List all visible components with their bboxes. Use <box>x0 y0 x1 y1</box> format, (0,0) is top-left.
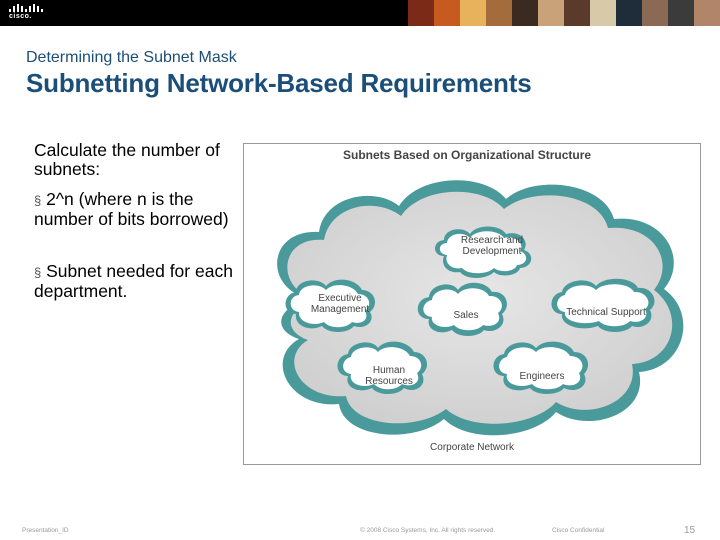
subnet-diagram: Research and Development Executive Manag… <box>243 143 701 465</box>
header-photo <box>408 0 434 26</box>
square-bullet-icon: § <box>34 265 42 280</box>
bubble-engineers <box>493 341 589 394</box>
bullet-item: § 2^n (where n is the number of bits bor… <box>34 190 234 229</box>
header-photo <box>616 0 642 26</box>
human-resources-label-line2: Resources <box>365 376 413 387</box>
slide-subtitle: Determining the Subnet Mask <box>26 49 237 66</box>
bubble-executive <box>285 279 376 332</box>
executive-label-line2: Management <box>311 304 370 315</box>
cisco-bars-icon <box>9 4 43 12</box>
footer-copyright: © 2008 Cisco Systems, Inc. All rights re… <box>360 527 496 534</box>
header-photo <box>642 0 668 26</box>
header-photo <box>486 0 512 26</box>
header-photo <box>694 0 720 26</box>
square-bullet-icon: § <box>34 193 42 208</box>
header-photo <box>564 0 590 26</box>
top-banner: cisco. <box>0 0 720 26</box>
bubble-research <box>435 226 532 278</box>
logo-text: cisco. <box>9 13 32 20</box>
bubble-technical-support <box>551 278 655 332</box>
header-photo <box>668 0 694 26</box>
research-label-line2: Development <box>463 246 522 257</box>
human-resources-label-line1: Human <box>373 365 405 376</box>
header-photo-strip <box>408 0 720 26</box>
bullet-item: § Subnet needed for each department. <box>34 262 234 301</box>
diagram-title: Subnets Based on Organizational Structur… <box>343 148 592 162</box>
page-number: 15 <box>684 525 696 536</box>
research-label-line1: Research and <box>461 235 523 246</box>
footer-presentation-id: Presentation_ID <box>22 527 69 534</box>
diagram-canvas: Research and Development Executive Manag… <box>277 180 684 453</box>
header-photo <box>512 0 538 26</box>
intro-text: Calculate the number of subnets: <box>34 140 220 179</box>
cisco-logo: cisco. <box>9 4 43 22</box>
technical-support-label: Technical Support <box>566 307 646 318</box>
slide-title: Subnetting Network-Based Requirements <box>26 68 532 98</box>
bullet-text: 2^n (where n is the number of bits borro… <box>34 189 229 229</box>
engineers-label: Engineers <box>519 371 564 382</box>
sales-label: Sales <box>453 310 478 321</box>
header-photo <box>538 0 564 26</box>
header-photo <box>590 0 616 26</box>
corporate-network-label: Corporate Network <box>430 442 515 453</box>
bubble-human-resources <box>337 341 428 394</box>
bullet-text: Subnet needed for each department. <box>34 261 233 301</box>
header-photo <box>460 0 486 26</box>
executive-label-line1: Executive <box>318 293 362 304</box>
bubble-sales <box>417 282 507 336</box>
header-photo <box>434 0 460 26</box>
footer-confidential: Cisco Confidential <box>552 527 605 534</box>
